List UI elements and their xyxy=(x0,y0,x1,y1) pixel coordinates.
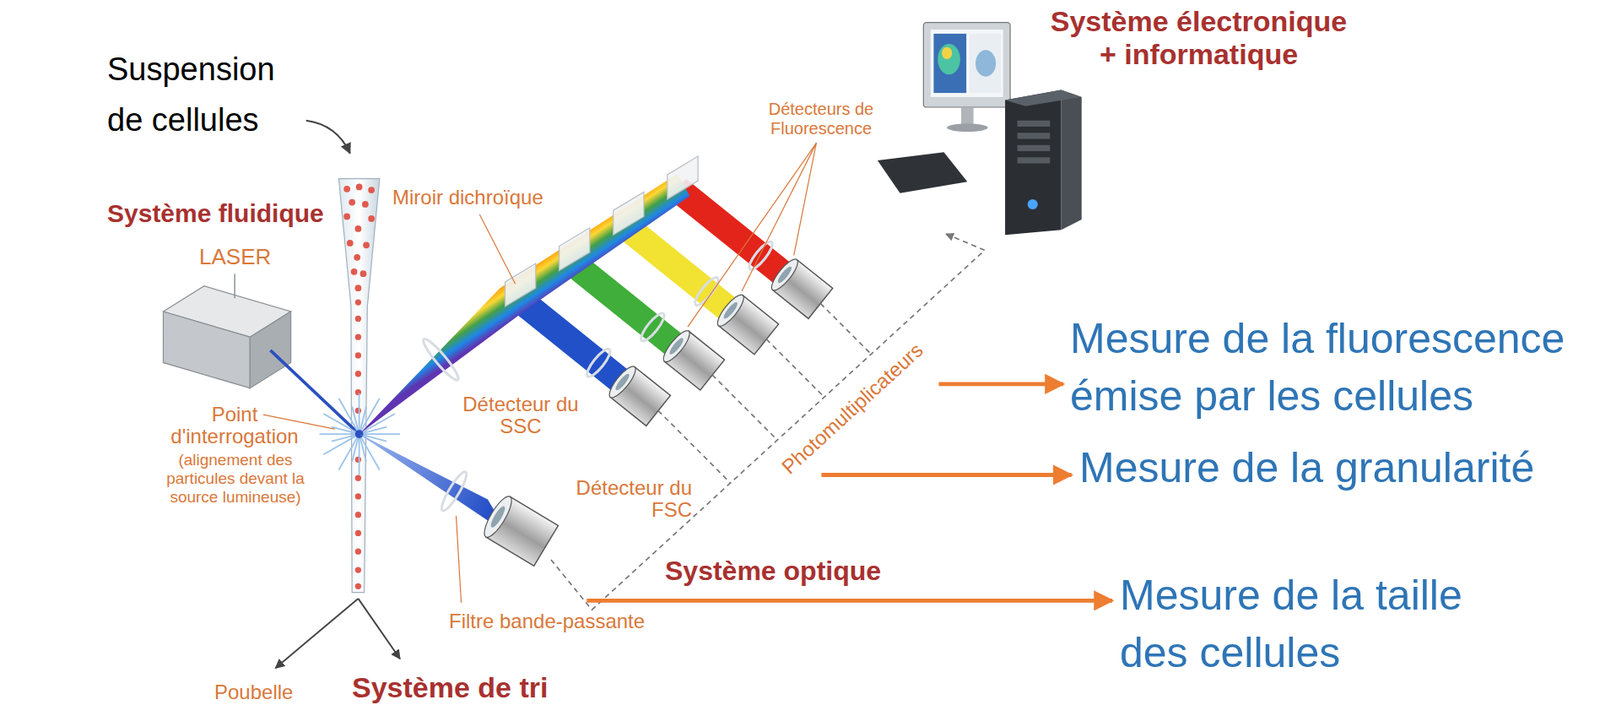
part-label: Filtre bande-passante xyxy=(448,609,645,633)
laser-source xyxy=(162,273,359,434)
part-label: Poubelle xyxy=(214,680,293,704)
part-label: Détecteurs de Fluorescence xyxy=(757,99,885,139)
system-heading: Système optique xyxy=(664,555,882,587)
sort-arrow xyxy=(275,598,358,668)
signal-line xyxy=(551,233,985,610)
inlet-arrow xyxy=(306,120,351,154)
measure-label: Mesure de la fluorescence émise par les … xyxy=(1070,310,1581,425)
part-label: Photomultiplicateurs xyxy=(777,338,928,479)
note-label: (alignement des particules devant la sou… xyxy=(162,450,309,507)
part-label: Miroir dichroïque xyxy=(392,185,544,210)
lens-ring xyxy=(420,335,463,384)
measure-label: Mesure de la granularité xyxy=(1079,443,1535,493)
part-label: LASER xyxy=(199,244,271,271)
system-heading: Système électronique + informatique xyxy=(1044,5,1353,71)
measure-label: Mesure de la taille des cellules xyxy=(1119,567,1492,682)
dichroic-mirror xyxy=(505,156,699,307)
leader-line xyxy=(456,142,817,602)
part-label: Point d'interrogation xyxy=(158,403,311,449)
flow-cell xyxy=(338,178,379,593)
sort-arrow xyxy=(357,598,400,659)
filter-ring xyxy=(437,469,471,514)
part-label: Détecteur du SSC xyxy=(457,393,584,438)
part-label: Détecteur du FSC xyxy=(565,476,692,522)
input-label: Suspension de cellules xyxy=(107,43,289,146)
forward-scatter-beam xyxy=(359,433,509,535)
system-heading: Système fluidique xyxy=(107,199,325,229)
computer-icon xyxy=(877,22,1082,236)
system-heading: Système de tri xyxy=(351,670,548,704)
